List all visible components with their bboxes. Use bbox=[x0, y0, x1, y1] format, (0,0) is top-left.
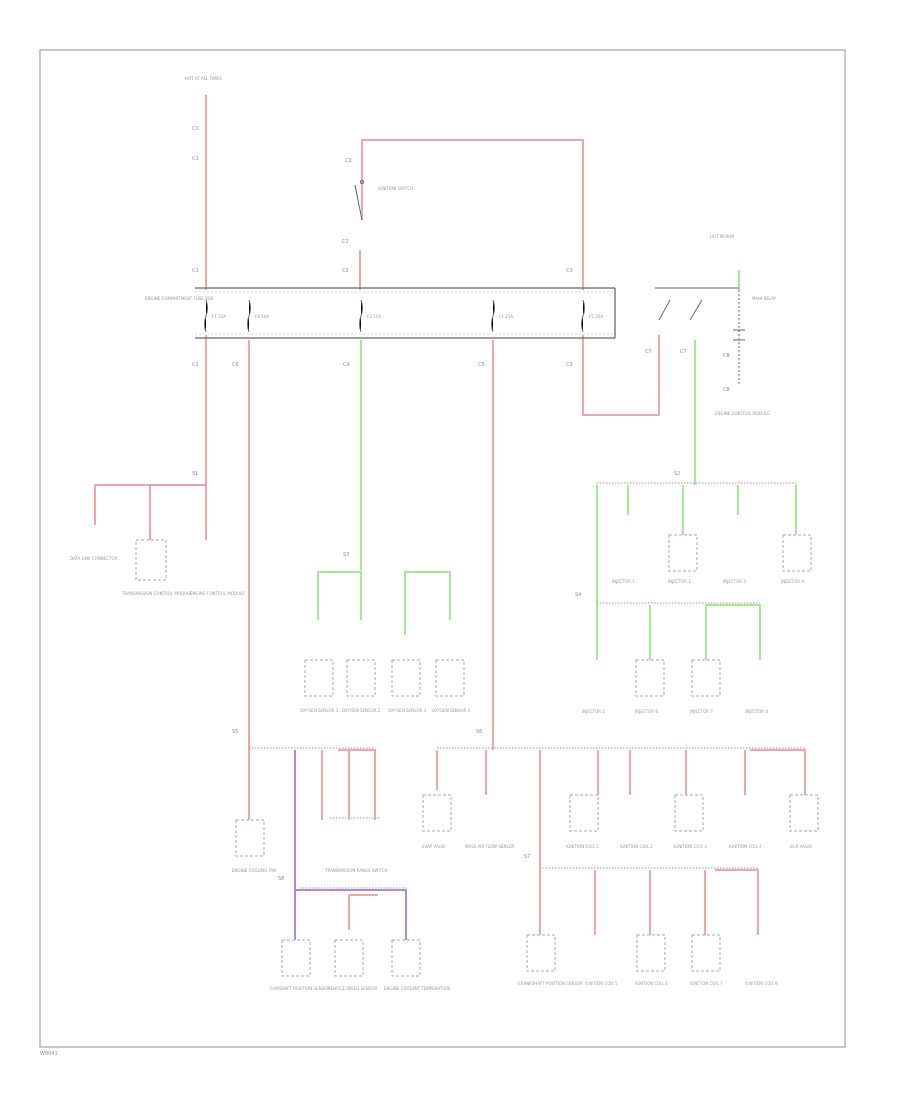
label-coil-1: IGNITION COIL 1 bbox=[566, 844, 599, 849]
red-wires bbox=[94, 95, 806, 935]
label-coil-8: IGNITION COIL 8 bbox=[745, 981, 778, 986]
svg-text:C1: C1 bbox=[192, 156, 199, 162]
svg-text:S4: S4 bbox=[575, 592, 581, 598]
svg-text:S2: S2 bbox=[674, 471, 680, 477]
connector-marks: C1 C1 C1 C1 S1 C2 C2 C2 C3 C3 C4 C5 C6 C… bbox=[192, 126, 730, 882]
label-injector-7: INJECTOR 7 bbox=[690, 709, 713, 714]
svg-text:S3: S3 bbox=[343, 552, 349, 558]
label-injector-1: INJECTOR 1 bbox=[612, 579, 635, 584]
label-coil-7: IGNITION COIL 7 bbox=[690, 981, 723, 986]
label-ignition-switch: IGNITION SWITCH bbox=[378, 186, 413, 191]
relay-switch bbox=[655, 287, 745, 385]
label-hot-in-run: HOT IN RUN bbox=[710, 234, 734, 239]
label-ect: ENGINE COOLANT TEMPERATURE bbox=[384, 986, 451, 991]
svg-text:C1: C1 bbox=[192, 268, 199, 274]
bus-lines bbox=[150, 482, 805, 889]
fuse-label-2: F2 10A bbox=[255, 314, 269, 319]
svg-text:S8: S8 bbox=[278, 876, 284, 882]
label-o2-sensor-3: OXYGEN SENSOR 3 bbox=[388, 708, 427, 713]
svg-text:C8: C8 bbox=[723, 387, 730, 393]
label-injector-2: INJECTOR 2 bbox=[668, 579, 691, 584]
svg-text:C6: C6 bbox=[232, 362, 239, 368]
svg-text:C5: C5 bbox=[478, 362, 485, 368]
svg-text:C7: C7 bbox=[680, 349, 687, 355]
label-vehicle-speed: VEHICLE SPEED SENSOR bbox=[328, 986, 377, 991]
label-maf-sensor: MASS AIR FLOW SENSOR bbox=[465, 844, 515, 849]
label-engine-control-module-top: ENGINE CONTROL MODULE bbox=[715, 411, 770, 416]
svg-text:S7: S7 bbox=[524, 854, 530, 860]
label-crankshaft-sensor: CRANKSHAFT POSITION SENSOR bbox=[518, 981, 583, 986]
label-coil-4: IGNITION COIL 4 bbox=[729, 844, 762, 849]
svg-text:C1: C1 bbox=[192, 126, 199, 132]
green-wires bbox=[317, 270, 797, 660]
svg-text:C2: C2 bbox=[342, 268, 349, 274]
label-camshaft-sensor: CAMSHAFT POSITION SENSOR bbox=[270, 986, 330, 991]
label-o2-sensor-2: OXYGEN SENSOR 2 bbox=[342, 708, 381, 713]
label-coil-6: IGNITION COIL 6 bbox=[635, 981, 668, 986]
label-coil-2: IGNITION COIL 2 bbox=[620, 844, 653, 849]
purple-wires bbox=[294, 750, 407, 940]
diagram-frame bbox=[39, 49, 846, 1048]
svg-text:S1: S1 bbox=[192, 471, 198, 477]
label-injector-5: INJECTOR 5 bbox=[582, 709, 605, 714]
label-tcm: TRANSMISSION CONTROL MODULE bbox=[121, 591, 192, 596]
labels: HOT AT ALL TIMES ENGINE COMPARTMENT FUSE… bbox=[40, 76, 812, 1057]
footer-code: W0041 bbox=[40, 1051, 58, 1057]
svg-text:C7: C7 bbox=[645, 349, 652, 355]
label-injector-6: INJECTOR 6 bbox=[635, 709, 658, 714]
svg-text:C8: C8 bbox=[723, 353, 730, 359]
svg-text:S5: S5 bbox=[232, 729, 238, 735]
svg-text:C1: C1 bbox=[192, 362, 199, 368]
fuse-elements bbox=[204, 299, 585, 333]
label-o2-sensor-4: OXYGEN SENSOR 4 bbox=[432, 708, 471, 713]
fuse-label-5: F5 20A bbox=[589, 314, 603, 319]
label-main-relay: MAIN RELAY bbox=[752, 296, 777, 301]
label-coil-3: IGNITION COIL 3 bbox=[674, 844, 707, 849]
label-o2-sensor-1: OXYGEN SENSOR 1 bbox=[300, 708, 339, 713]
label-hot-at-all-times: HOT AT ALL TIMES bbox=[185, 76, 222, 81]
label-engine-fuse-box: ENGINE COMPARTMENT FUSE BOX bbox=[145, 296, 214, 301]
label-injector-3: INJECTOR 3 bbox=[723, 579, 746, 584]
label-engine-cooling-fan: ENGINE COOLING FAN bbox=[232, 868, 276, 873]
label-injector-8: INJECTOR 8 bbox=[745, 709, 768, 714]
svg-text:C2: C2 bbox=[345, 158, 352, 164]
fuse-label-3: F3 15A bbox=[367, 314, 381, 319]
fuse-label-4: F4 15A bbox=[499, 314, 513, 319]
svg-text:C3: C3 bbox=[566, 268, 573, 274]
label-transmission-range: TRANSMISSION RANGE SWITCH bbox=[324, 868, 388, 873]
label-egr-valve: EGR VALVE bbox=[790, 844, 812, 849]
svg-text:S6: S6 bbox=[476, 729, 482, 735]
fuse-box bbox=[195, 287, 616, 339]
svg-text:C4: C4 bbox=[343, 362, 350, 368]
component-boxes bbox=[135, 534, 819, 977]
label-evap-valve: EVAP VALVE bbox=[422, 844, 446, 849]
label-coil-5: IGNITION COIL 5 bbox=[585, 981, 618, 986]
ignition-switch-symbol bbox=[354, 180, 364, 221]
label-data-link-connector: DATA LINK CONNECTOR bbox=[70, 556, 118, 561]
svg-text:C3: C3 bbox=[566, 362, 573, 368]
svg-text:C2: C2 bbox=[342, 239, 349, 245]
label-ecm-left: ENGINE CONTROL MODULE bbox=[190, 591, 245, 596]
label-injector-4: INJECTOR 4 bbox=[781, 579, 804, 584]
fuse-label-1: F1 20A bbox=[212, 314, 226, 319]
